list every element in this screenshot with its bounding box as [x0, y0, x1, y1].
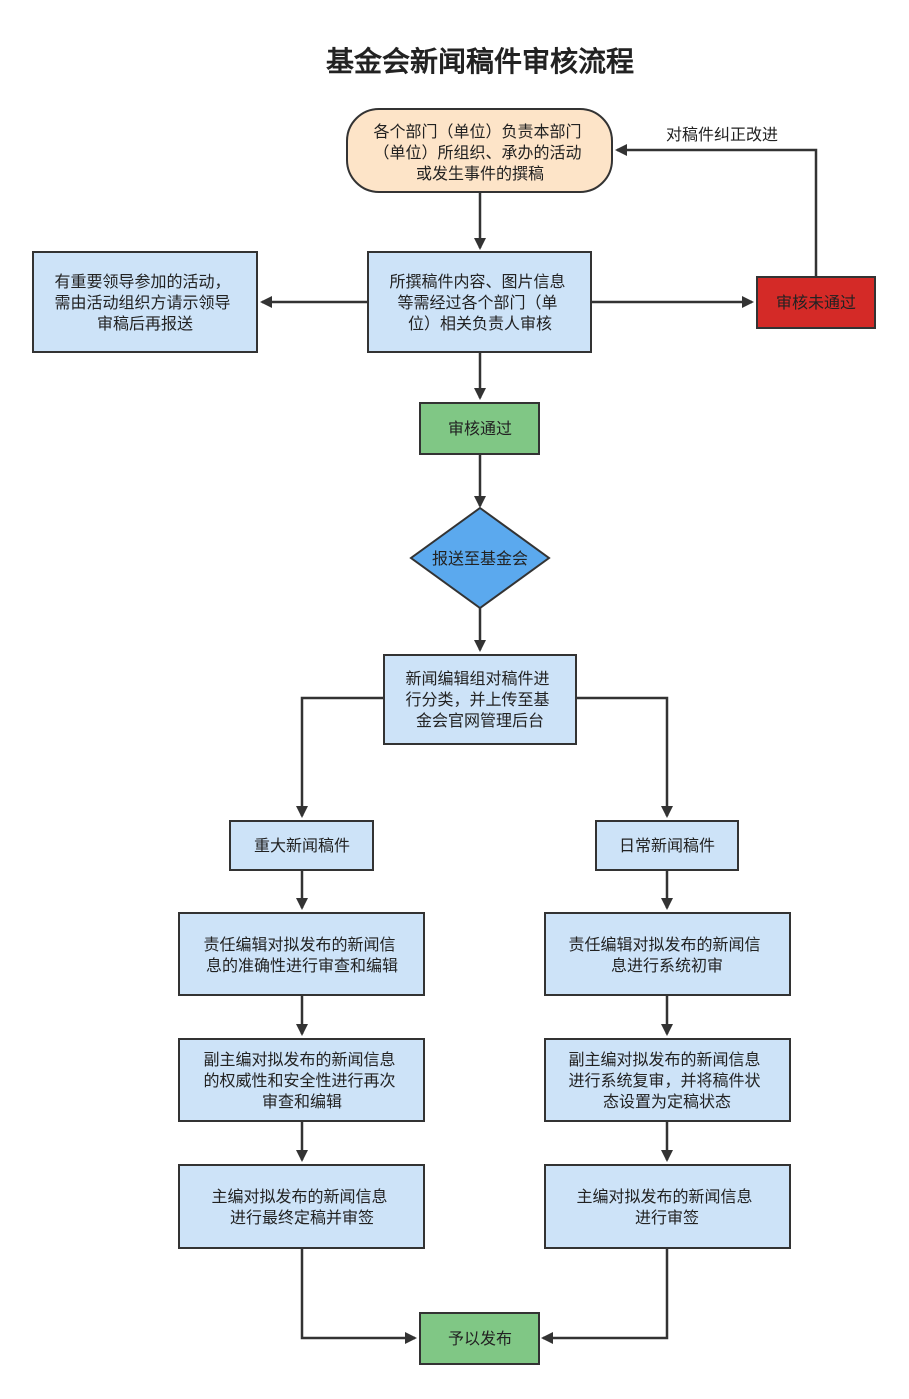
major-step1-node-text: 责任编辑对拟发布的新闻信 息的准确性进行审查和编辑 [203, 935, 400, 975]
major-step2-node: 副主编对拟发布的新闻信息 的权威性和安全性进行再次 审查和编辑 [178, 1038, 425, 1122]
publish-node-text: 予以发布 [448, 1329, 512, 1348]
major-news-node-text: 重大新闻稿件 [254, 836, 350, 855]
daily-news-node-text: 日常新闻稿件 [619, 836, 715, 855]
daily-step3-node-text: 主编对拟发布的新闻信息 进行审签 [576, 1187, 757, 1227]
major-step1-node: 责任编辑对拟发布的新闻信 息的准确性进行审查和编辑 [178, 912, 425, 996]
diagram-title: 基金会新闻稿件审核流程 [326, 45, 634, 78]
major-step3-node: 主编对拟发布的新闻信息 进行最终定稿并审签 [178, 1164, 425, 1249]
classify-upload-node: 新闻编辑组对稿件进 行分类，并上传至基 金会官网管理后台 [383, 654, 577, 745]
review-fail-node-text: 审核未通过 [776, 293, 856, 312]
major-step3-node-text: 主编对拟发布的新闻信息 进行最终定稿并审签 [211, 1187, 392, 1227]
correction-edge-label: 对稿件纠正改进 [666, 125, 778, 144]
review-pass-node: 审核通过 [419, 402, 540, 455]
major-step2-node-text: 副主编对拟发布的新闻信息 的权威性和安全性进行再次 审查和编辑 [203, 1050, 400, 1111]
leader-review-node-text: 有重要领导参加的活动， 需由活动组织方请示领导 审稿后再报送 [54, 272, 235, 333]
daily-step1-node: 责任编辑对拟发布的新闻信 息进行系统初审 [544, 912, 791, 996]
publish-node: 予以发布 [419, 1312, 540, 1365]
edge-classify-to-major-news [296, 696, 384, 818]
daily-step2-node-text: 副主编对拟发布的新闻信息 进行系统复审，并将稿件状 态设置为定稿状态 [568, 1050, 765, 1111]
edges [260, 144, 818, 1344]
edge-daily-step3-to-publish [541, 1248, 669, 1344]
classify-upload-node-text: 新闻编辑组对稿件进 行分类，并上传至基 金会官网管理后台 [405, 669, 554, 730]
dept-review-node: 所撰稿件内容、图片信息 等需经过各个部门（单 位）相关负责人审核 [367, 251, 592, 353]
daily-step3-node: 主编对拟发布的新闻信息 进行审签 [544, 1164, 791, 1249]
edge-classify-to-daily-news [576, 696, 673, 818]
daily-news-node: 日常新闻稿件 [595, 820, 739, 871]
submit-foundation-decision: 报送至基金会 [409, 506, 551, 610]
daily-step1-node-text: 责任编辑对拟发布的新闻信 息进行系统初审 [568, 935, 765, 975]
review-fail-node: 审核未通过 [756, 276, 876, 329]
leader-review-node: 有重要领导参加的活动， 需由活动组织方请示领导 审稿后再报送 [32, 251, 258, 353]
dept-review-node-text: 所撰稿件内容、图片信息 等需经过各个部门（单 位）相关负责人审核 [389, 272, 570, 333]
daily-step2-node: 副主编对拟发布的新闻信息 进行系统复审，并将稿件状 态设置为定稿状态 [544, 1038, 791, 1122]
edge-major-step3-to-publish [300, 1248, 417, 1344]
start-node-text: 各个部门（单位）负责本部门 （单位）所组织、承办的活动 或发生事件的撰稿 [373, 122, 586, 183]
edge-review-fail-to-start [615, 144, 818, 276]
submit-foundation-text: 报送至基金会 [432, 549, 528, 568]
major-news-node: 重大新闻稿件 [229, 820, 374, 871]
start-node: 各个部门（单位）负责本部门 （单位）所组织、承办的活动 或发生事件的撰稿 [346, 108, 613, 193]
review-pass-node-text: 审核通过 [448, 419, 512, 438]
